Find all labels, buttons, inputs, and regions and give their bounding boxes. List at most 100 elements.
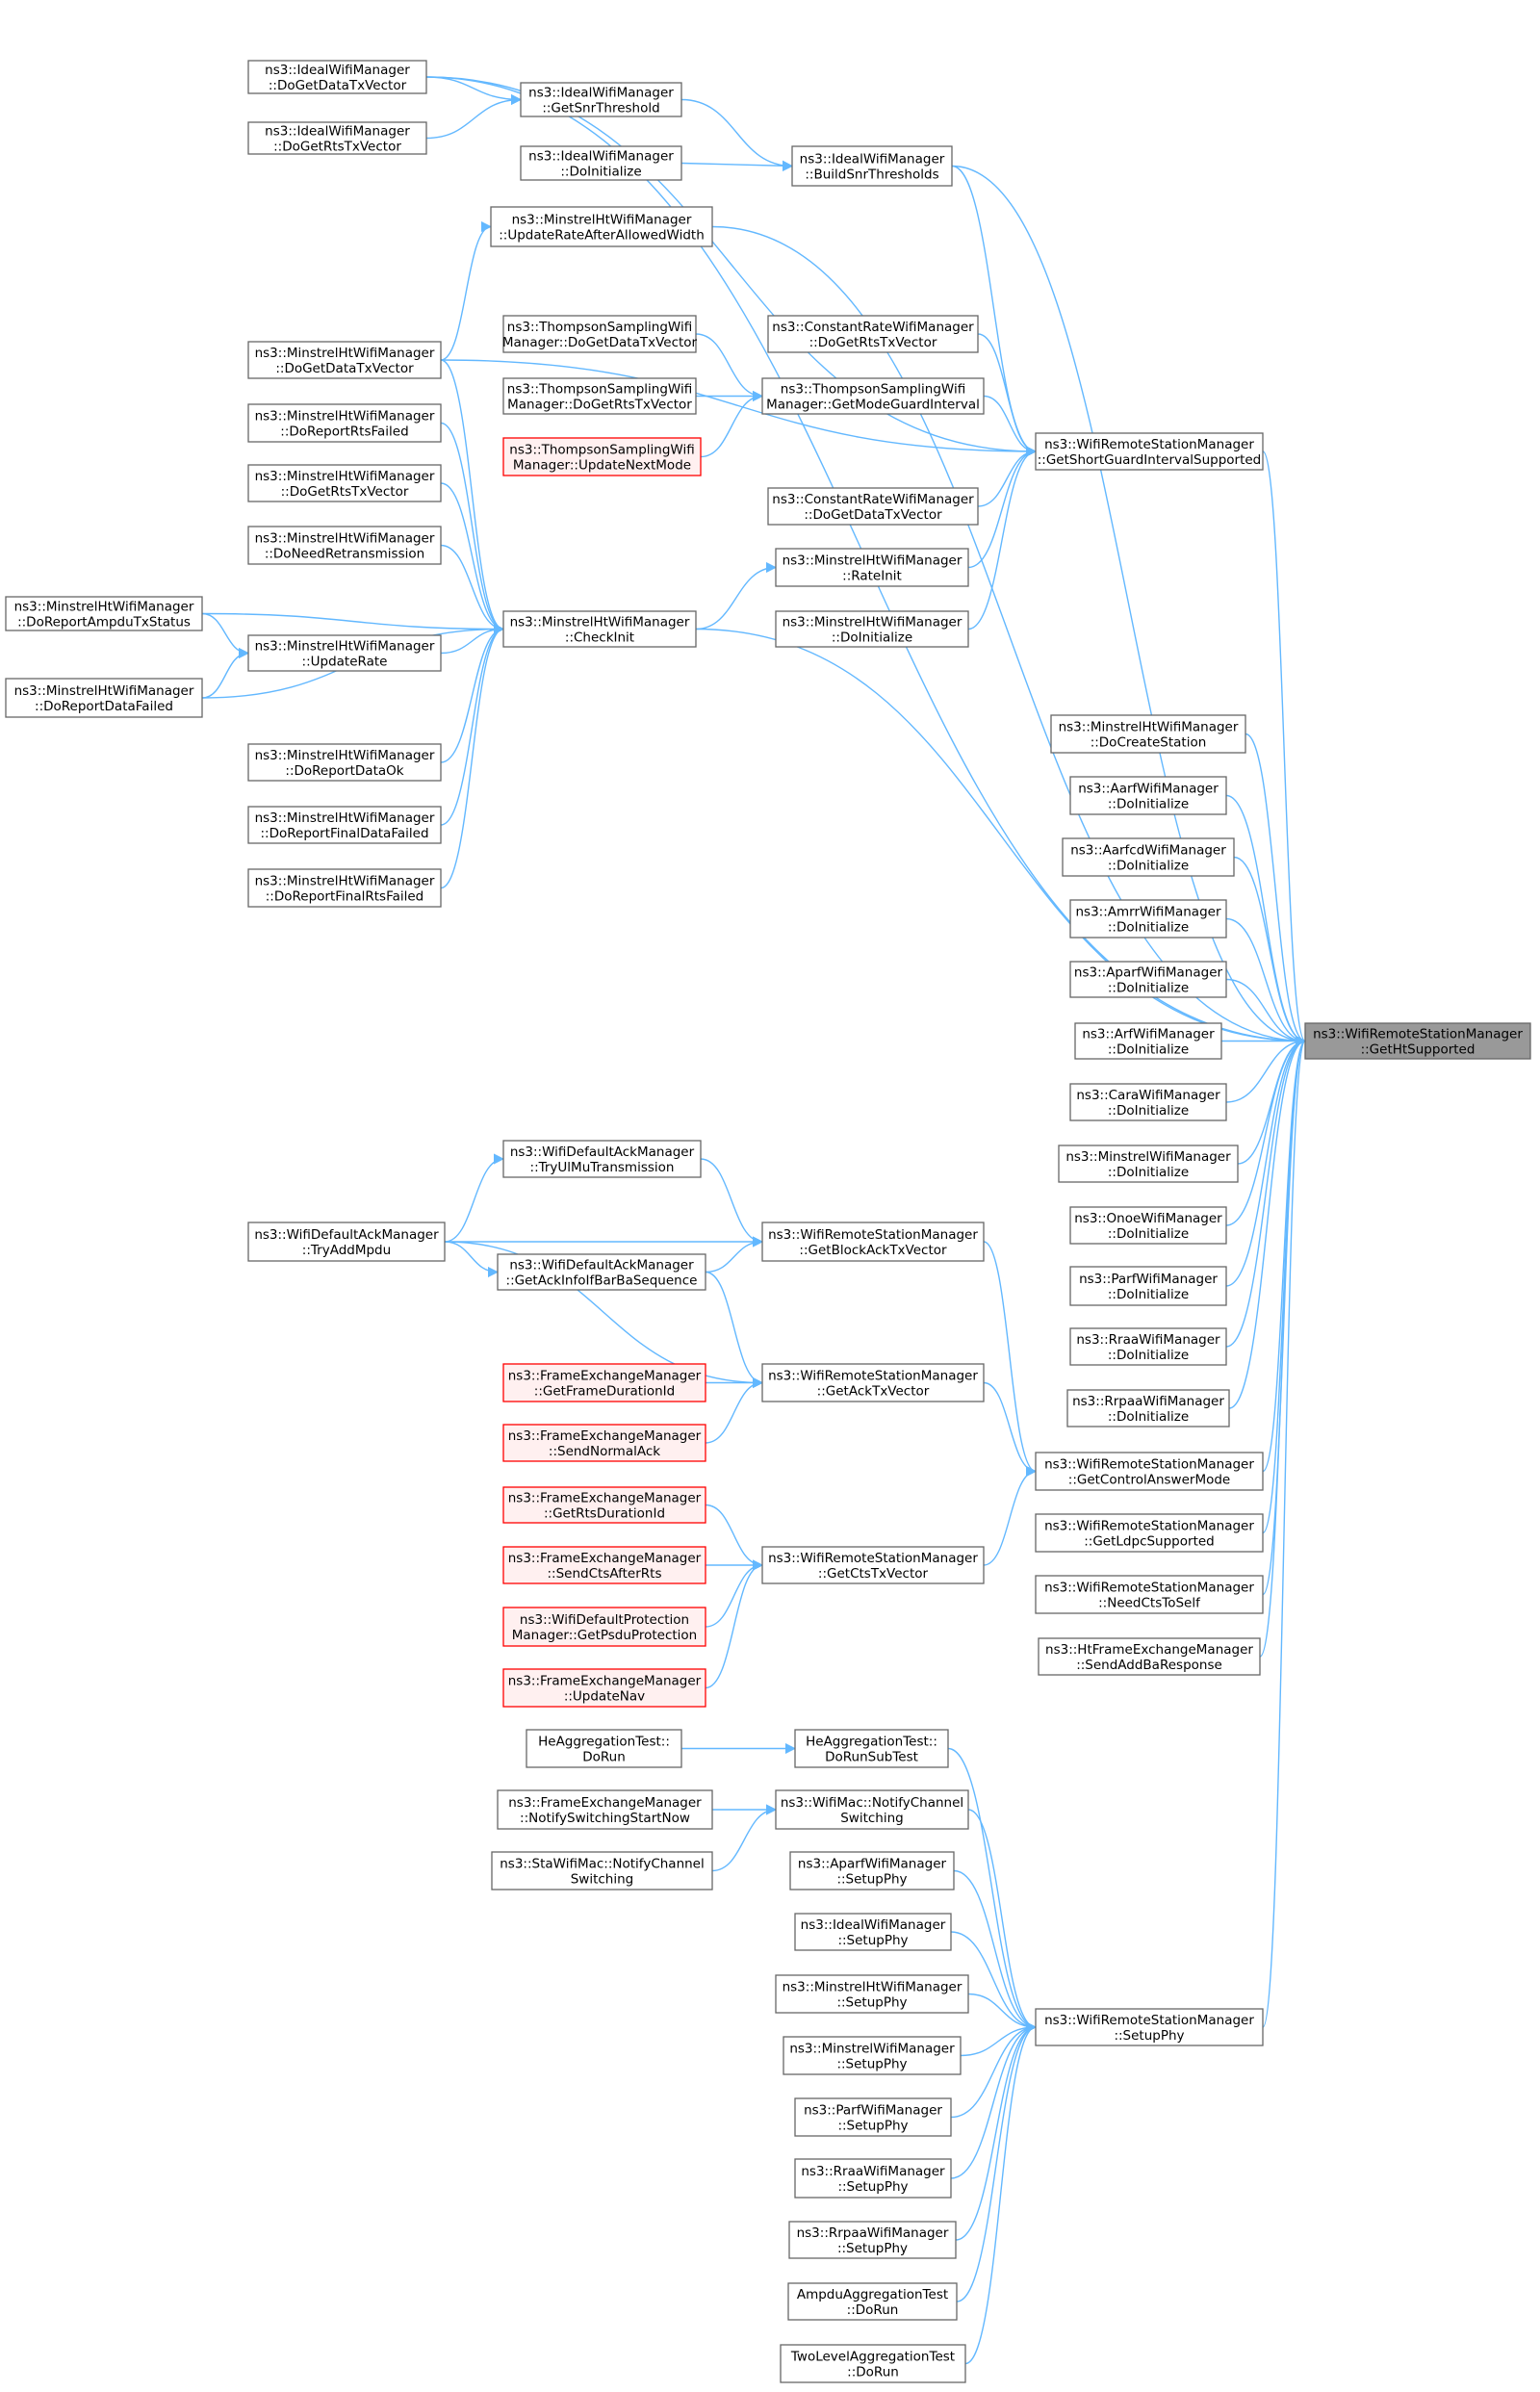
node-ts-dgdtv[interactable]: ns3::ThompsonSamplingWifiManager::DoGetD…	[502, 315, 698, 353]
node-fem-scar[interactable]: ns3::FrameExchangeManager::SendCtsAfterR…	[502, 1546, 706, 1584]
node-box	[502, 1607, 706, 1647]
node-box	[1069, 1266, 1227, 1306]
node-label: ::DoReportRtsFailed	[280, 424, 408, 440]
node-rrpaa-sp[interactable]: ns3::RrpaaWifiManager::SetupPhy	[788, 2221, 957, 2259]
node-tlat-dorun[interactable]: TwoLevelAggregationTest::DoRun	[780, 2344, 966, 2383]
node-hfem-sabr[interactable]: ns3::HtFrameExchangeManager::SendAddBaRe…	[1038, 1637, 1261, 1676]
node-mht-uraw[interactable]: ns3::MinstrelHtWifiManager::UpdateRateAf…	[490, 206, 713, 247]
node-label: ns3::AmrrWifiManager	[1075, 905, 1220, 920]
node-aarf-di[interactable]: ns3::AarfWifiManager::DoInitialize	[1069, 776, 1227, 815]
call-edge	[705, 1559, 764, 1689]
node-label: ns3::IdealWifiManager	[800, 152, 945, 167]
call-edge	[1225, 1035, 1307, 1226]
node-ideal-bst[interactable]: ns3::IdealWifiManager::BuildSnrThreshold…	[791, 145, 953, 187]
node-box	[1069, 899, 1227, 939]
node-parf-sp[interactable]: ns3::ParfWifiManager::SetupPhy	[794, 2097, 952, 2137]
node-ideal-dgdtv[interactable]: ns3::IdealWifiManager::DoGetDataTxVector	[247, 60, 427, 94]
node-minstrel-di[interactable]: ns3::MinstrelWifiManager::DoInitialize	[1058, 1145, 1239, 1183]
node-cr-dgrtv[interactable]: ns3::ConstantRateWifiManager::DoGetRtsTx…	[767, 315, 979, 353]
node-wrsm-ncts[interactable]: ns3::WifiRemoteStationManager::NeedCtsTo…	[1035, 1575, 1264, 1614]
node-ts-gmgi[interactable]: ns3::ThompsonSamplingWifiManager::GetMod…	[761, 377, 985, 415]
node-mht-drdo[interactable]: ns3::MinstrelHtWifiManager::DoReportData…	[247, 743, 442, 782]
node-ideal-dgrtv[interactable]: ns3::IdealWifiManager::DoGetRtsTxVector	[247, 121, 427, 155]
node-dam-gaibbs[interactable]: ns3::WifiDefaultAckManager::GetAckInfoIf…	[497, 1253, 706, 1291]
node-mht-doinit[interactable]: ns3::MinstrelHtWifiManager::DoInitialize	[775, 610, 969, 648]
node-box	[5, 596, 203, 631]
node-aarfcd-di[interactable]: ns3::AarfcdWifiManager::DoInitialize	[1062, 837, 1235, 877]
node-label: ::SetupPhy	[837, 2241, 908, 2256]
node-mht-sp[interactable]: ns3::MinstrelHtWifiManager::SetupPhy	[775, 1974, 969, 2014]
node-wrsm-gls[interactable]: ns3::WifiRemoteStationManager::GetLdpcSu…	[1035, 1513, 1264, 1553]
node-ideal-sp[interactable]: ns3::IdealWifiManager::SetupPhy	[794, 1913, 952, 1951]
node-aparf-di[interactable]: ns3::AparfWifiManager::DoInitialize	[1069, 961, 1227, 998]
node-label: ns3::CaraWifiManager	[1076, 1088, 1220, 1103]
node-wrsm-sp[interactable]: ns3::WifiRemoteStationManager::SetupPhy	[1035, 2008, 1264, 2046]
node-label: ::SetupPhy	[1114, 2028, 1184, 2044]
node-box	[5, 678, 203, 718]
node-cr-dgdtv[interactable]: ns3::ConstantRateWifiManager::DoGetDataT…	[767, 487, 979, 526]
call-edge	[955, 2021, 1038, 2241]
node-box	[775, 610, 969, 648]
node-fem-grdi[interactable]: ns3::FrameExchangeManager::GetRtsDuratio…	[502, 1486, 706, 1524]
node-onoe-di[interactable]: ns3::OnoeWifiManager::DoInitialize	[1069, 1206, 1227, 1245]
node-label: ns3::WifiMac::NotifyChannel	[781, 1795, 963, 1811]
node-wrsm-gsgis[interactable]: ns3::WifiRemoteStationManager::GetShortG…	[1035, 432, 1264, 471]
node-mht-dgrtv[interactable]: ns3::MinstrelHtWifiManager::DoGetRtsTxVe…	[247, 464, 442, 502]
node-mht-drats[interactable]: ns3::MinstrelHtWifiManager::DoReportAmpd…	[5, 596, 203, 631]
node-wrsm-gbatv[interactable]: ns3::WifiRemoteStationManager::GetBlockA…	[761, 1222, 985, 1262]
node-label: ::GetControlAnswerMode	[1068, 1473, 1230, 1488]
node-minstrel-sp[interactable]: ns3::MinstrelWifiManager::SetupPhy	[783, 2036, 962, 2075]
node-dam-tumt[interactable]: ns3::WifiDefaultAckManager::TryUlMuTrans…	[502, 1140, 702, 1178]
node-label: ns3::IdealWifiManager	[265, 124, 410, 140]
node-label: ns3::MinstrelHtWifiManager	[255, 874, 435, 889]
node-amrr-di[interactable]: ns3::AmrrWifiManager::DoInitialize	[1069, 899, 1227, 939]
node-label: ::DoInitialize	[832, 630, 912, 646]
node-mht-updaterate[interactable]: ns3::MinstrelHtWifiManager::UpdateRate	[247, 634, 442, 672]
node-dpm-gpp[interactable]: ns3::WifiDefaultProtectionManager::GetPs…	[502, 1607, 706, 1647]
node-mht-drfrf[interactable]: ns3::MinstrelHtWifiManager::DoReportFina…	[247, 868, 442, 908]
node-wrsm-gcam[interactable]: ns3::WifiRemoteStationManager::GetContro…	[1035, 1452, 1264, 1491]
node-fem-un[interactable]: ns3::FrameExchangeManager::UpdateNav	[502, 1668, 706, 1708]
node-parf-di[interactable]: ns3::ParfWifiManager::DoInitialize	[1069, 1266, 1227, 1306]
node-label: Switching	[840, 1811, 904, 1826]
node-arf-di[interactable]: ns3::ArfWifiManager::DoInitialize	[1074, 1022, 1222, 1060]
node-aparf-sp[interactable]: ns3::AparfWifiManager::SetupPhy	[789, 1851, 955, 1890]
node-label: ::SetupPhy	[837, 2119, 908, 2134]
node-label: ns3::MinstrelHtWifiManager	[255, 409, 435, 424]
node-focus[interactable]: ns3::WifiRemoteStationManager::GetHtSupp…	[1304, 1022, 1531, 1060]
node-mht-dcs[interactable]: ns3::MinstrelHtWifiManager::DoCreateStat…	[1050, 714, 1246, 754]
node-ideal-gst[interactable]: ns3::IdealWifiManager::GetSnrThreshold	[520, 82, 682, 117]
node-cara-di[interactable]: ns3::CaraWifiManager::DoInitialize	[1069, 1083, 1227, 1121]
node-dam-tam[interactable]: ns3::WifiDefaultAckManager::TryAddMpdu	[247, 1222, 446, 1262]
node-mht-rateinit[interactable]: ns3::MinstrelHtWifiManager::RateInit	[775, 548, 969, 587]
node-rraa-di[interactable]: ns3::RraaWifiManager::DoInitialize	[1069, 1327, 1227, 1366]
node-mht-dgdtv[interactable]: ns3::MinstrelHtWifiManager::DoGetDataTxV…	[247, 341, 442, 379]
node-fem-sna[interactable]: ns3::FrameExchangeManager::SendNormalAck	[502, 1424, 706, 1462]
node-rraa-sp[interactable]: ns3::RraaWifiManager::SetupPhy	[794, 2158, 952, 2199]
node-wrsm-gatv[interactable]: ns3::WifiRemoteStationManager::GetAckTxV…	[761, 1363, 985, 1402]
node-aat-dorun[interactable]: AmpduAggregationTest::DoRun	[787, 2282, 958, 2321]
call-edge	[950, 2021, 1038, 2179]
node-mht-drrf[interactable]: ns3::MinstrelHtWifiManager::DoReportRtsF…	[247, 403, 442, 443]
node-box	[1062, 837, 1235, 877]
node-hat-drst[interactable]: HeAggregationTest::DoRunSubTest	[794, 1729, 949, 1768]
node-wrsm-gctv[interactable]: ns3::WifiRemoteStationManager::GetCtsTxV…	[761, 1546, 985, 1584]
node-ts-dgrtv[interactable]: ns3::ThompsonSamplingWifiManager::DoGetR…	[502, 377, 697, 415]
node-fem-gfdi[interactable]: ns3::FrameExchangeManager::GetFrameDurat…	[502, 1363, 706, 1402]
node-label: ns3::MinstrelHtWifiManager	[255, 810, 435, 826]
node-mht-drdf[interactable]: ns3::MinstrelHtWifiManager::DoReportData…	[5, 678, 203, 718]
node-box	[1069, 1206, 1227, 1245]
node-mht-drfdf[interactable]: ns3::MinstrelHtWifiManager::DoReportFina…	[247, 806, 442, 844]
node-label: ::SetupPhy	[836, 2057, 907, 2072]
node-mht-checkinit[interactable]: ns3::MinstrelHtWifiManager::CheckInit	[502, 610, 697, 648]
node-rrpaa-di[interactable]: ns3::RrpaaWifiManager::DoInitialize	[1066, 1389, 1230, 1427]
node-ts-unm[interactable]: ns3::ThompsonSamplingWifiManager::Update…	[502, 437, 702, 476]
node-ideal-doinit[interactable]: ns3::IdealWifiManager::DoInitialize	[520, 145, 682, 181]
node-box	[1050, 714, 1246, 754]
node-box	[247, 464, 442, 502]
node-mht-dnr[interactable]: ns3::MinstrelHtWifiManager::DoNeedRetran…	[247, 526, 442, 565]
node-hat-dorun[interactable]: HeAggregationTest::DoRun	[526, 1729, 682, 1768]
node-fem-nssn[interactable]: ns3::FrameExchangeManager::NotifySwitchi…	[497, 1789, 713, 1830]
